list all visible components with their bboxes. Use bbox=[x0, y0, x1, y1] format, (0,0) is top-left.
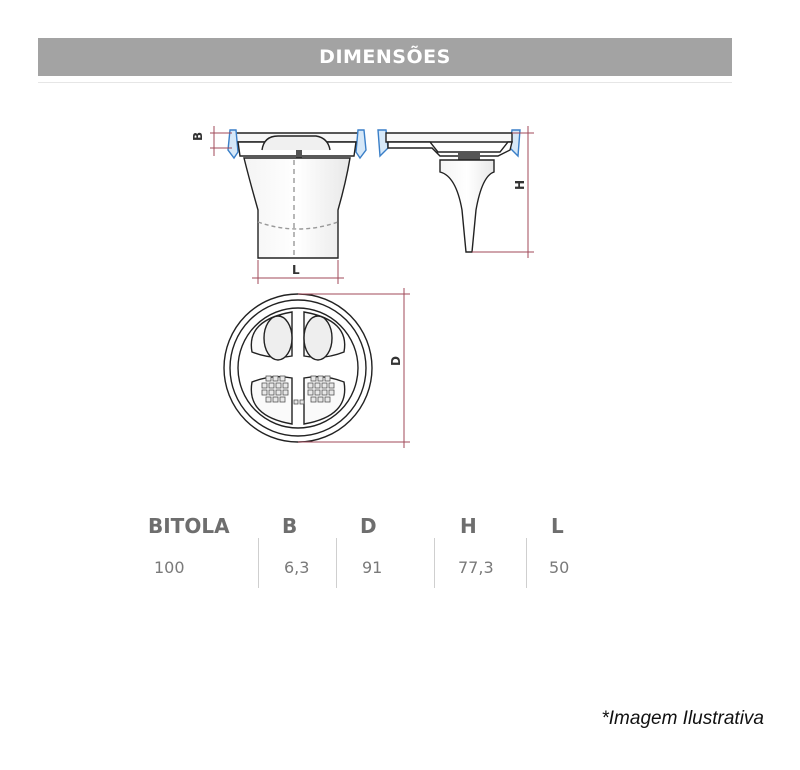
table-value-b: 6,3 bbox=[284, 558, 310, 577]
side-view bbox=[377, 129, 521, 253]
table-header-b: B bbox=[282, 514, 298, 538]
section-header: DIMENSÕES bbox=[38, 38, 732, 76]
label-d: D bbox=[389, 356, 403, 366]
table-divider bbox=[526, 538, 527, 588]
table-header-l: L bbox=[551, 514, 564, 538]
dimension-d: D bbox=[298, 288, 410, 448]
footnote: *Imagem Ilustrativa bbox=[601, 708, 764, 729]
section-title: DIMENSÕES bbox=[319, 46, 451, 68]
technical-drawing: B L H bbox=[191, 126, 534, 448]
dimensions-table: BITOLA B D H L 100 6,3 91 77,3 50 bbox=[140, 514, 600, 594]
table-divider bbox=[336, 538, 337, 588]
front-view bbox=[227, 129, 367, 259]
table-value-h: 77,3 bbox=[458, 558, 494, 577]
label-l: L bbox=[292, 263, 300, 277]
table-divider bbox=[434, 538, 435, 588]
dimension-l: L bbox=[252, 260, 344, 284]
table-value-l: 50 bbox=[549, 558, 570, 577]
table-header-bitola: BITOLA bbox=[148, 514, 230, 538]
table-value-d: 91 bbox=[362, 558, 383, 577]
table-divider bbox=[258, 538, 259, 588]
header-divider bbox=[38, 82, 732, 83]
dimension-h: H bbox=[472, 126, 534, 258]
top-view bbox=[223, 293, 373, 443]
label-b: B bbox=[191, 132, 205, 141]
table-value-bitola: 100 bbox=[154, 558, 185, 577]
table-header-h: H bbox=[460, 514, 477, 538]
dimension-b: B bbox=[191, 126, 232, 156]
label-h: H bbox=[513, 180, 527, 190]
table-header-d: D bbox=[360, 514, 377, 538]
